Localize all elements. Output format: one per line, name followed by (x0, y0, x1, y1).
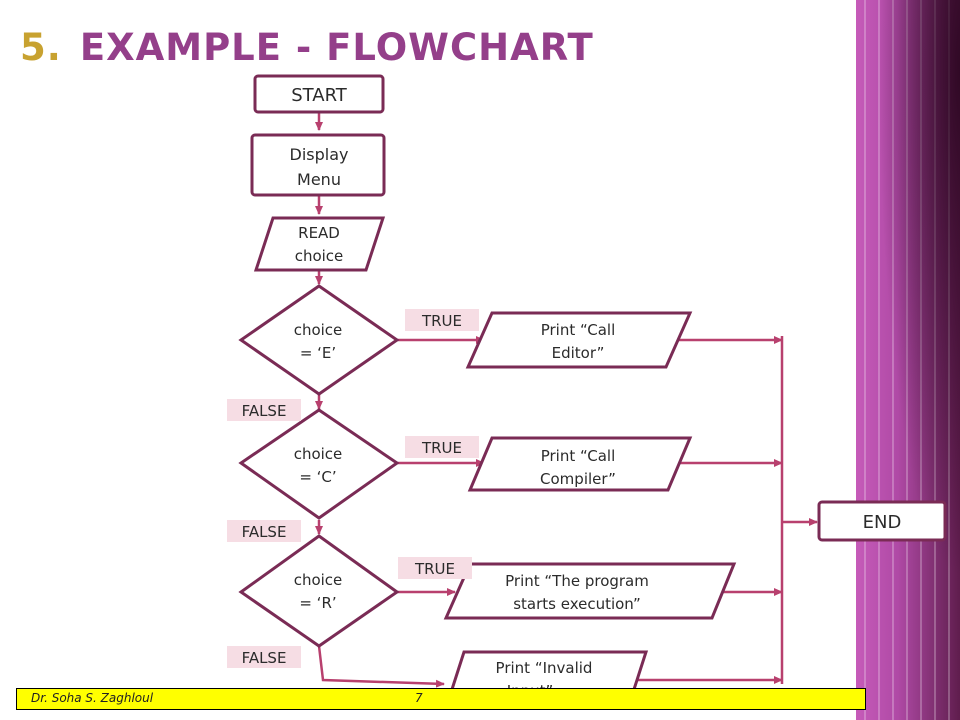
end-label: END (863, 512, 902, 533)
print-execution-line-1: Print “The program (505, 572, 649, 590)
arrow-decision-r-false (317, 645, 445, 688)
decision-r-line-2: = ‘R’ (299, 594, 336, 612)
false-label-bg-c (227, 520, 301, 542)
decorative-side-bar (856, 0, 960, 720)
true-label-bg-r (398, 557, 472, 579)
false-label-c: FALSE (242, 523, 287, 541)
print-execution-parallelogram (443, 562, 737, 620)
print-editor-parallelogram (465, 311, 693, 369)
decision-c-diamond (238, 408, 400, 520)
decision-r-line-1: choice (294, 571, 343, 589)
shapes (238, 74, 947, 710)
footer-bar: Dr. Soha S. Zaghloul 7 (16, 688, 866, 710)
print-execution-line-2: starts execution” (513, 595, 641, 613)
connectors (315, 112, 818, 688)
decision-e-line-1: choice (294, 321, 343, 339)
print-editor-line-1: Print “Call (541, 321, 616, 339)
decision-c-line-2: = ‘C’ (299, 468, 336, 486)
print-compiler-line-2: Compiler” (540, 470, 616, 488)
read-choice-parallelogram (253, 216, 386, 272)
title-text: EXAMPLE - FLOWCHART (79, 26, 594, 69)
decision-e-line-2: = ‘E’ (300, 344, 336, 362)
print-compiler-line-1: Print “Call (541, 447, 616, 465)
true-label-bg-c (405, 436, 479, 458)
true-label-r: TRUE (414, 560, 455, 578)
false-label-e: FALSE (242, 402, 287, 420)
false-label-r: FALSE (242, 649, 287, 667)
branch-label-backgrounds (227, 309, 479, 668)
false-label-bg-r (227, 646, 301, 668)
true-label-bg-e (405, 309, 479, 331)
false-label-bg-e (227, 399, 301, 421)
print-invalid-line-1: Print “Invalid (496, 659, 593, 677)
title-number: 5. (20, 26, 62, 69)
read-choice-line-2: choice (295, 247, 344, 265)
print-compiler-parallelogram (467, 436, 693, 492)
display-menu-line-2: Menu (297, 170, 341, 189)
footer-author: Dr. Soha S. Zaghloul (31, 691, 154, 705)
end-box (817, 500, 947, 542)
decision-r-diamond (238, 534, 400, 648)
display-menu-box (250, 133, 386, 197)
slide-title: 5. EXAMPLE - FLOWCHART (20, 26, 594, 70)
decision-c-line-1: choice (294, 445, 343, 463)
footer-page-number: 7 (415, 691, 423, 705)
true-label-c: TRUE (421, 439, 462, 457)
print-editor-line-2: Editor” (552, 344, 605, 362)
true-label-e: TRUE (421, 312, 462, 330)
display-menu-line-1: Display (290, 145, 349, 164)
start-label: START (291, 85, 348, 106)
decision-e-diamond (238, 284, 400, 396)
start-box (253, 74, 385, 114)
read-choice-line-1: READ (298, 224, 340, 242)
